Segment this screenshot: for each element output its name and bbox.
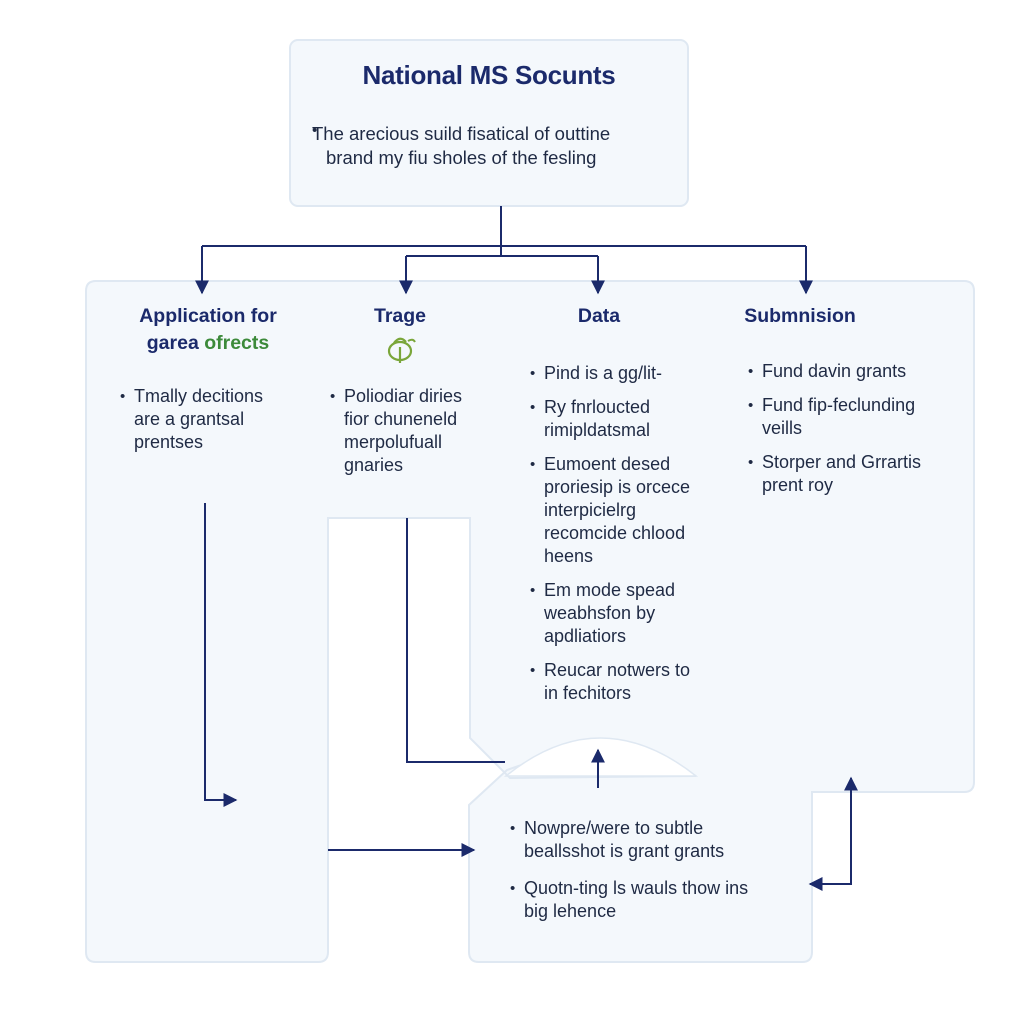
trage-list: Poliodiar diries fior chuneneld merpoluf… — [330, 385, 500, 488]
list-item: Fund fip-feclunding veills — [748, 394, 958, 440]
submission-list: Fund davin grants Fund fip-feclunding ve… — [748, 360, 958, 508]
list-item: Em mode spead weabhsfon by apdliatiors — [530, 579, 720, 648]
arrow-application-down — [204, 503, 238, 807]
bottom-list: Nowpre/were to subtle beallsshot is gran… — [510, 817, 800, 934]
list-item: Eumoent desed proriesip is orcece interp… — [530, 453, 720, 568]
application-title-word: garea — [146, 332, 199, 354]
trage-title: Trage — [373, 305, 427, 327]
application-title: Application for garea ofrects — [108, 305, 308, 355]
list-item: Reucar notwers to in fechitors — [530, 659, 720, 705]
application-list: Tmally decitions are a grantsal prentses — [120, 385, 320, 465]
list-item: Fund davin grants — [748, 360, 958, 383]
seedling-icon — [387, 337, 416, 363]
list-item: Tmally decitions are a grantsal prentses — [120, 385, 320, 454]
connector-trage-down — [406, 518, 505, 763]
arrow-submission-to-bottom — [808, 776, 858, 891]
list-item: Poliodiar diries fior chuneneld merpoluf… — [330, 385, 500, 477]
list-item: Ry fnrloucted rimipldatsmal — [530, 396, 720, 442]
diagram-title: National MS Socunts — [362, 60, 616, 90]
list-item: Pind is a gg/lit- — [530, 362, 720, 385]
list-item: Quotn-ting ls wauls thow ins big lehence — [510, 877, 800, 923]
application-title-line: Application for — [139, 305, 277, 327]
top-box — [289, 39, 689, 207]
connector-inner-branch — [406, 246, 598, 257]
top-description: The arecious suild fisatical of outtine … — [312, 122, 672, 170]
data-title: Data — [577, 305, 621, 327]
list-item: Nowpre/were to subtle beallsshot is gran… — [510, 817, 800, 863]
submission-title: Submnision — [744, 305, 856, 327]
top-bullet-dot: • — [312, 122, 318, 139]
list-item: Storper and Grrartis prent roy — [748, 451, 958, 497]
top-description-line: brand my fiu sholes of the fesling — [326, 147, 597, 168]
top-description-line: The arecious suild fisatical of outtine — [312, 123, 611, 144]
data-list: Pind is a gg/lit- Ry fnrloucted rimiplda… — [530, 362, 720, 716]
application-title-accent: ofrects — [204, 332, 270, 354]
